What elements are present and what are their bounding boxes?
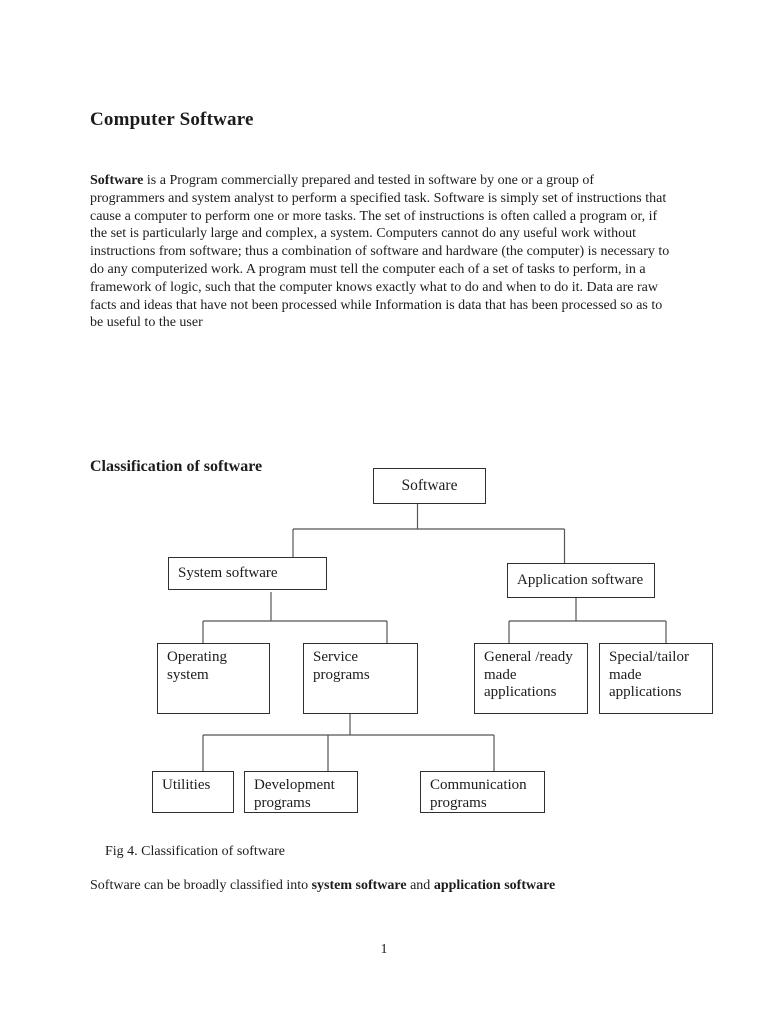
closing-text-1: Software can be broadly classified into [90, 878, 312, 893]
intro-paragraph: Software is a Program commercially prepa… [90, 172, 672, 332]
figure-caption: Fig 4. Classification of software [105, 844, 286, 859]
closing-sentence: Software can be broadly classified into … [90, 878, 555, 894]
diagram-node-utilities: Utilities [152, 771, 234, 813]
page-title: Computer Software [90, 109, 254, 130]
diagram-node-development-programs: Development programs [244, 771, 358, 813]
diagram-node-operating-system: Operating system [157, 643, 270, 714]
page-number: 1 [380, 942, 388, 957]
closing-bold-application-software: application software [433, 878, 556, 893]
closing-bold-system-software: system software [311, 878, 407, 893]
intro-paragraph-rest: is a Program commercially prepared and t… [90, 173, 670, 331]
section-heading: Classification of software [90, 458, 263, 475]
diagram-node-system-software: System software [168, 557, 327, 590]
intro-paragraph-lead: Software [90, 173, 144, 188]
diagram-node-application-software: Application software [507, 563, 655, 598]
diagram-node-software: Software [373, 468, 486, 504]
closing-text-2: and [406, 878, 434, 893]
diagram-node-special-tailor-made-applications: Special/tailor made applications [599, 643, 713, 714]
diagram-node-service-programs: Service programs [303, 643, 418, 714]
diagram-node-general-ready-made-applications: General /ready made applications [474, 643, 588, 714]
diagram-node-communication-programs: Communication programs [420, 771, 545, 813]
